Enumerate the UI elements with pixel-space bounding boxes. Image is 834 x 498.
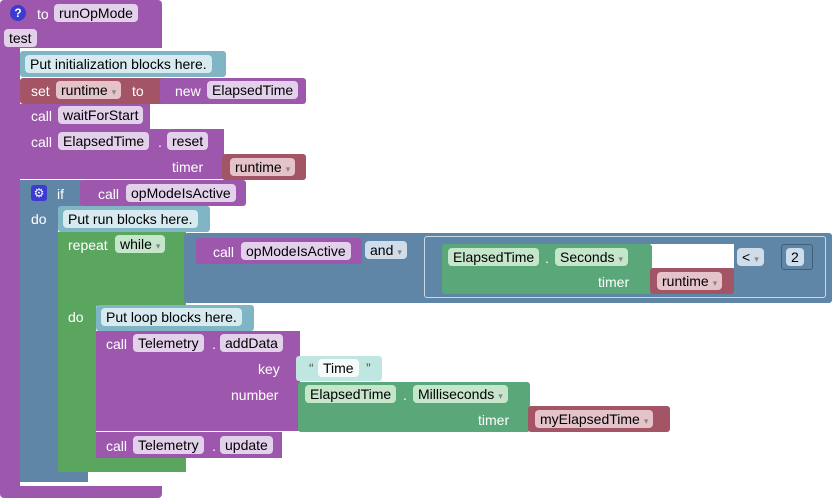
chevron-down-icon: ▾ (111, 87, 117, 97)
quote-open: “ (309, 360, 314, 376)
and-dropdown[interactable]: and▾ (365, 241, 407, 259)
call-label: call (106, 336, 128, 352)
update-fn-field[interactable]: update (220, 436, 273, 454)
wait-fn-field[interactable]: waitForStart (58, 106, 144, 124)
call-label: call (213, 244, 235, 260)
dot-label: . (158, 134, 162, 150)
dot-label: . (212, 438, 216, 454)
chevron-down-icon: ▾ (498, 391, 503, 401)
chevron-down-icon: ▾ (712, 278, 718, 288)
opmode-fn-field[interactable]: opModeIsActive (241, 242, 351, 260)
if-bottom (20, 470, 88, 482)
adddata-fn-field[interactable]: addData (220, 334, 283, 352)
telemetry-field[interactable]: Telemetry (133, 334, 204, 352)
if-spine (20, 208, 58, 480)
chevron-down-icon: ▾ (397, 247, 402, 257)
procedure-left-spine (0, 48, 20, 488)
call-label: call (106, 438, 128, 454)
elapsed-class-field[interactable]: ElapsedTime (58, 132, 150, 150)
dot-label: . (212, 336, 216, 352)
chevron-down-icon: ▾ (754, 254, 759, 264)
key-label: key (258, 361, 280, 377)
dot-label: . (403, 387, 407, 403)
dot-label: . (545, 250, 549, 266)
chevron-down-icon: ▾ (618, 254, 624, 264)
do-label: do (31, 211, 47, 227)
set-label: set (31, 83, 50, 99)
repeat-bottom (58, 458, 186, 472)
proc-to-label: to (37, 6, 49, 22)
opmode-fn-field[interactable]: opModeIsActive (126, 184, 236, 202)
timer-label: timer (478, 412, 510, 428)
do-label: do (68, 309, 84, 325)
compare-op-dropdown[interactable]: <▾ (737, 248, 764, 266)
quote-close: ” (366, 360, 371, 376)
runtime-var-dropdown[interactable]: runtime▾ (230, 158, 296, 176)
repeat-label: repeat (68, 237, 108, 253)
call-label: call (31, 134, 53, 150)
while-dropdown[interactable]: while▾ (115, 235, 166, 253)
call-label: call (31, 108, 53, 124)
chevron-down-icon: ▾ (285, 164, 291, 174)
time-string-field[interactable]: Time (318, 359, 359, 377)
seconds-dropdown[interactable]: Seconds▾ (555, 248, 629, 266)
proc-comment-field[interactable]: test (4, 29, 37, 47)
telemetry-field[interactable]: Telemetry (133, 436, 204, 454)
if-label: if (57, 186, 64, 202)
elapsed-class-field[interactable]: ElapsedTime (305, 385, 397, 403)
chevron-down-icon: ▾ (643, 416, 649, 426)
set-to-label: to (132, 83, 144, 99)
timer-label: timer (172, 159, 204, 175)
procedure-bottom (0, 486, 162, 498)
repeat-spine (58, 306, 96, 462)
number-field[interactable]: 2 (786, 248, 804, 266)
reset-fn-field[interactable]: reset (167, 132, 209, 150)
chevron-down-icon: ▾ (155, 241, 161, 251)
new-class-field[interactable]: ElapsedTime (207, 81, 299, 99)
init-comment-text[interactable]: Put initialization blocks here. (25, 55, 212, 73)
new-label: new (175, 83, 201, 99)
proc-name-field[interactable]: runOpMode (54, 4, 138, 22)
number-label: number (231, 387, 279, 403)
if-block[interactable] (20, 180, 82, 208)
run-comment-text[interactable]: Put run blocks here. (63, 210, 198, 228)
gear-icon[interactable]: ⚙ (31, 185, 47, 201)
my-elapsed-dropdown[interactable]: myElapsedTime▾ (535, 410, 654, 428)
loop-comment-text[interactable]: Put loop blocks here. (101, 308, 242, 326)
runtime-var-dropdown[interactable]: runtime▾ (657, 272, 723, 290)
elapsed-class-field[interactable]: ElapsedTime (448, 248, 540, 266)
call-label: call (98, 186, 120, 202)
set-variable-dropdown[interactable]: runtime▾ (56, 81, 122, 99)
milliseconds-dropdown[interactable]: Milliseconds▾ (413, 385, 508, 403)
help-icon[interactable]: ? (10, 5, 26, 21)
timer-label: timer (598, 274, 630, 290)
compare-gap (650, 244, 734, 268)
